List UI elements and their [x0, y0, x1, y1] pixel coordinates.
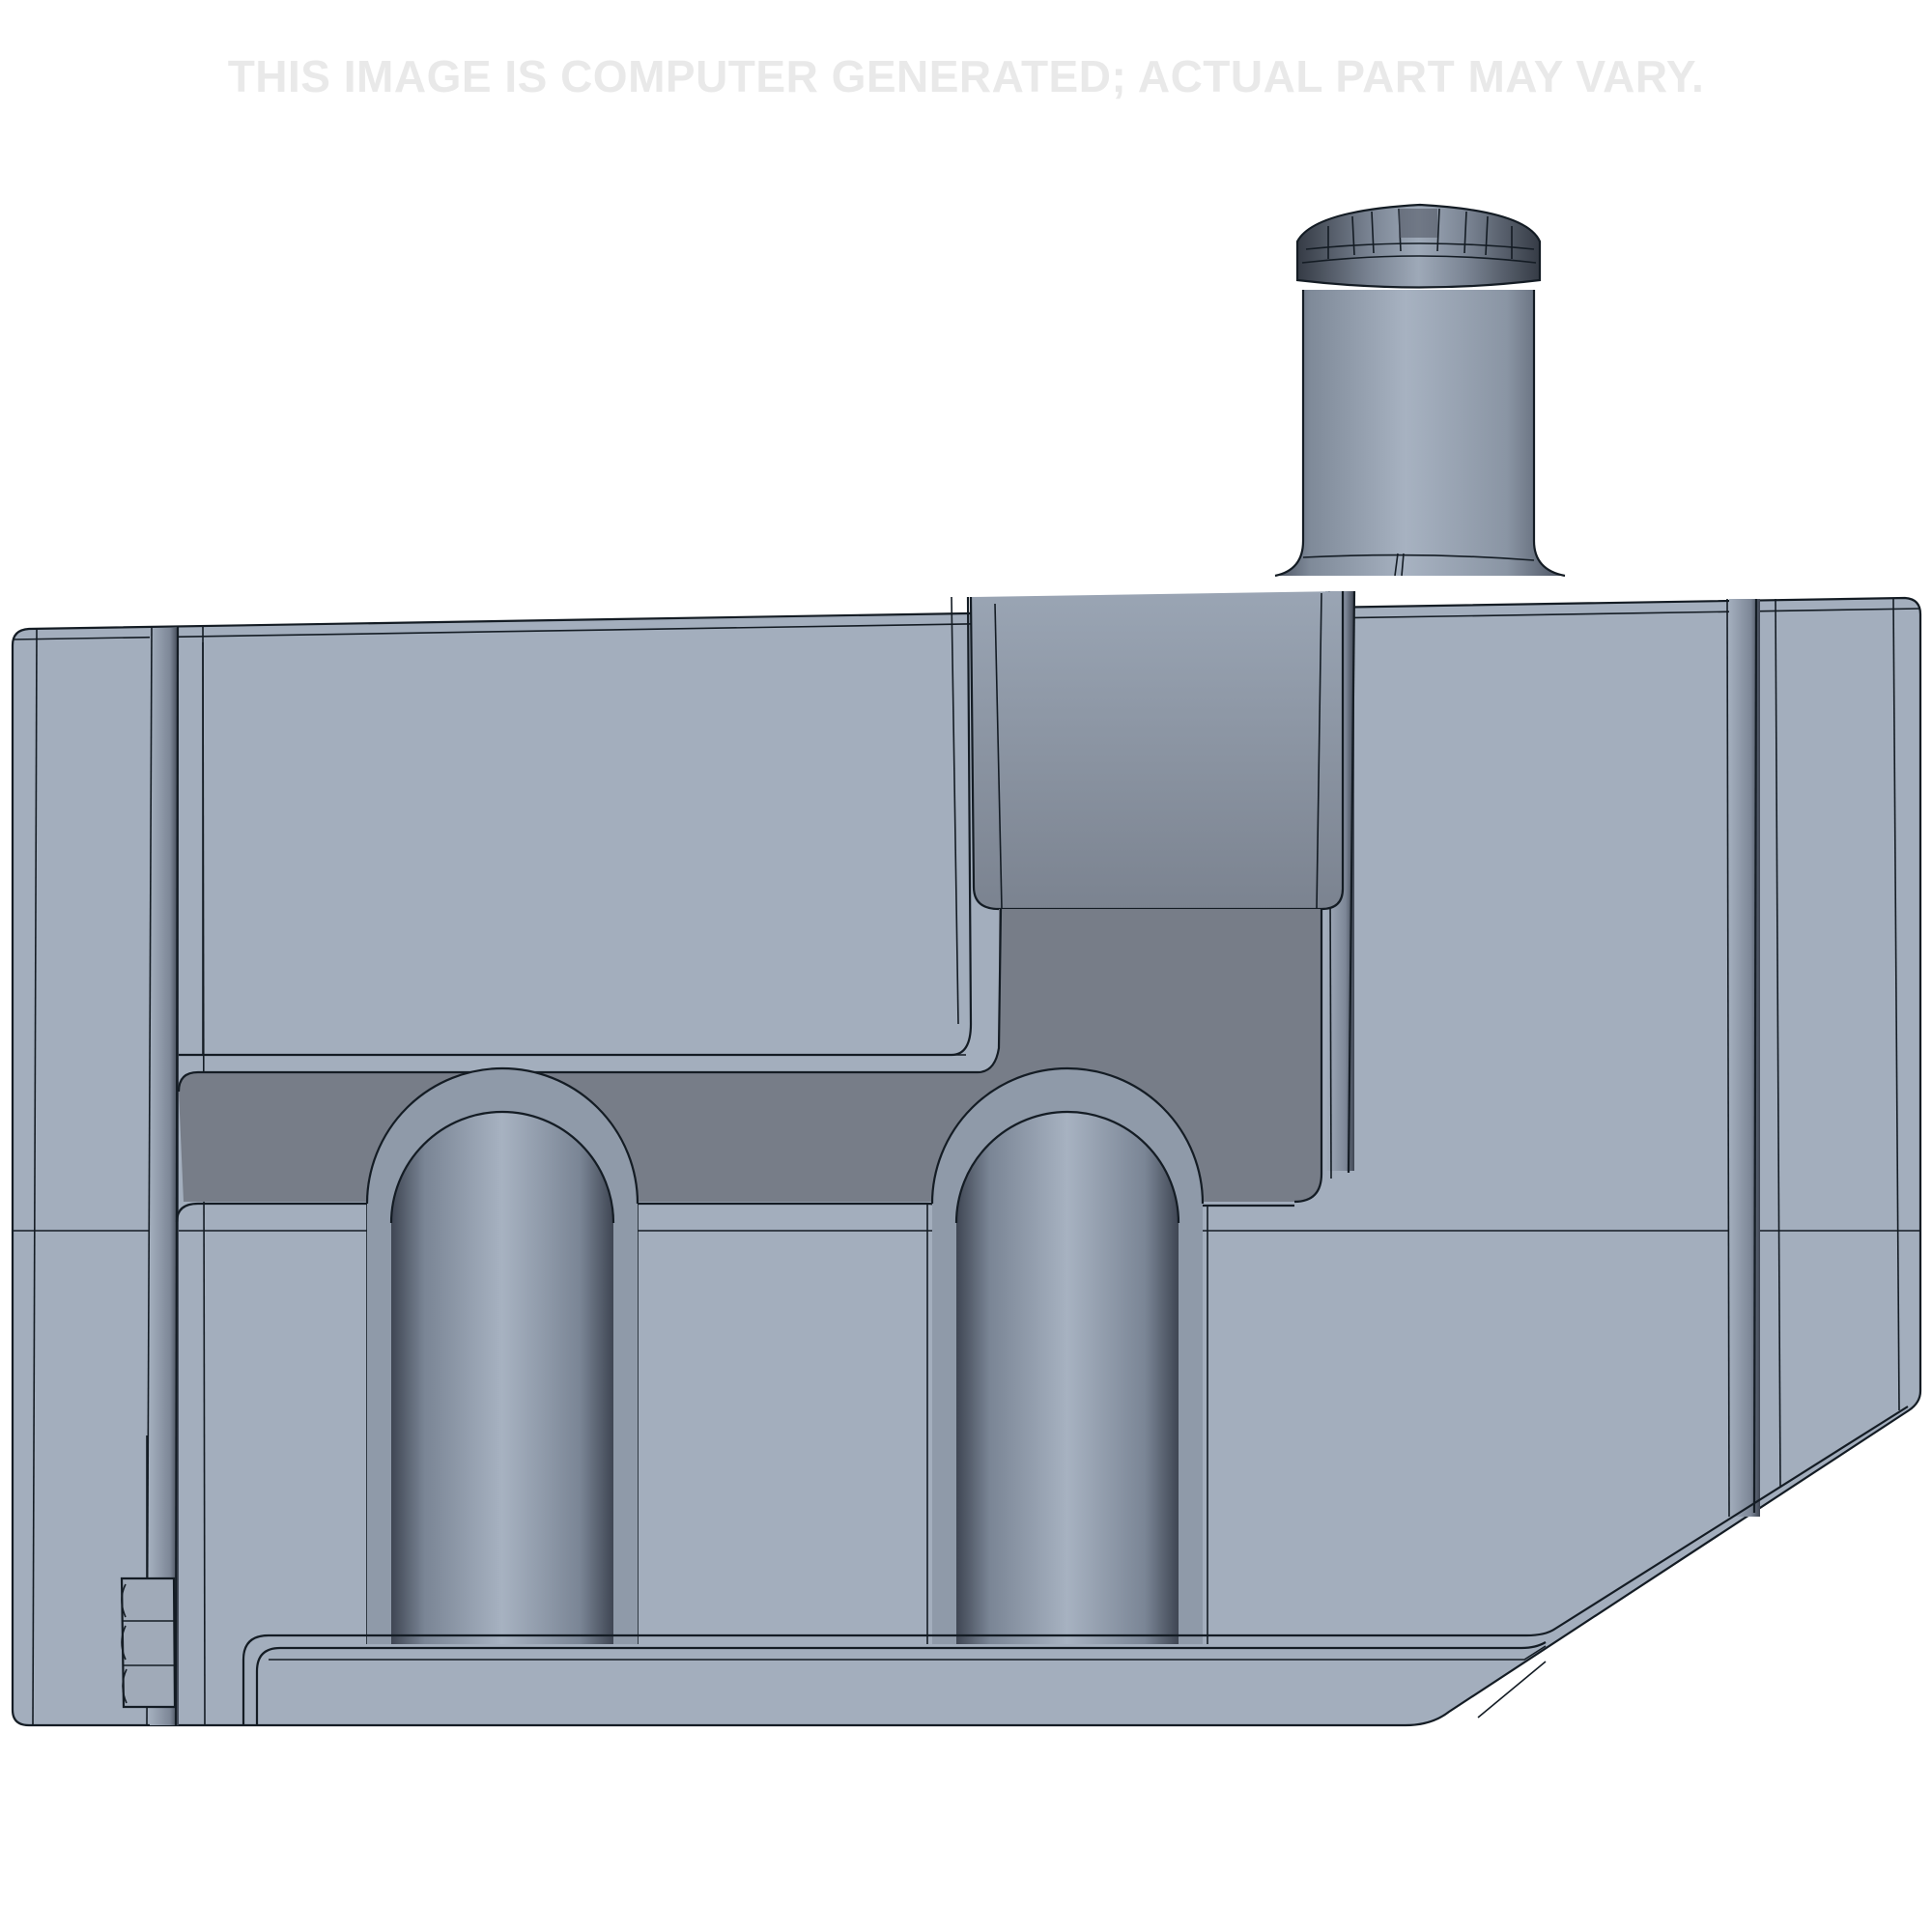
filler-neck [1274, 290, 1566, 578]
arch-tunnel-right [930, 1066, 1205, 1644]
disclaimer-watermark: THIS IMAGE IS COMPUTER GENERATED; ACTUAL… [227, 51, 1705, 101]
drain-bolt [120, 1435, 177, 1709]
filler-cap [1295, 203, 1542, 289]
arch-tunnel-left [365, 1066, 639, 1644]
left-rib [146, 625, 206, 1726]
bottom-ledge [242, 1406, 1909, 1725]
